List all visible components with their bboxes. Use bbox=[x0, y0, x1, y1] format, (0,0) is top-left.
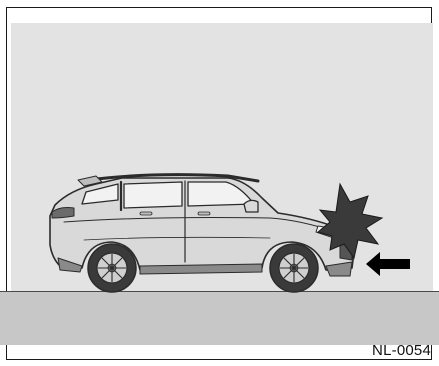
front-wheel-icon bbox=[270, 244, 318, 292]
rear-wheel-icon bbox=[88, 244, 136, 292]
left-arrow-icon bbox=[366, 252, 410, 276]
figure-code-label: NL-0054 bbox=[372, 342, 431, 359]
